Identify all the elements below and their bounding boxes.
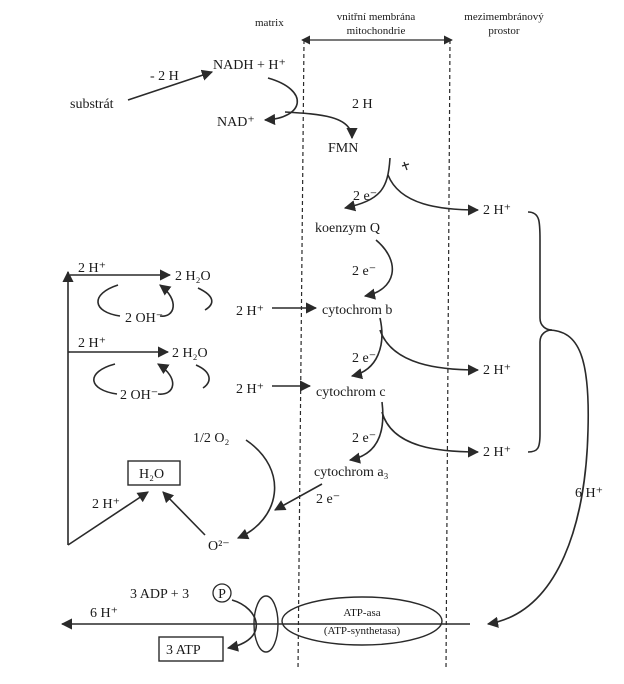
arrow-cytb-to-h2 bbox=[379, 329, 480, 376]
label-hplus-3: 2 H⁺ bbox=[483, 445, 511, 460]
arrow-nadh-to-nad bbox=[263, 77, 299, 126]
atp-synthase-ellipse bbox=[281, 596, 443, 646]
proton-group-brace bbox=[527, 211, 553, 453]
label-h2o: H₂O bbox=[139, 467, 164, 482]
header-membrane-line1: vnitřní membrána bbox=[337, 11, 416, 23]
arrow-cytb-to-cytc bbox=[350, 317, 383, 380]
label-6h: 6 H⁺ bbox=[575, 486, 603, 501]
label-e3: 2 e⁻ bbox=[352, 351, 376, 366]
phosphate-circle bbox=[212, 583, 232, 603]
label-left-h-1: 2 H⁺ bbox=[78, 261, 106, 276]
label-nad: NAD⁺ bbox=[217, 115, 255, 130]
label-2h: 2 H bbox=[352, 97, 373, 112]
arrow-protons-to-h2o bbox=[67, 491, 149, 546]
label-hplus-1: 2 H⁺ bbox=[483, 203, 511, 218]
arc-water1-split bbox=[197, 287, 213, 311]
header-membrane-line2: mitochondrie bbox=[347, 25, 406, 37]
label-nadh: NADH + H⁺ bbox=[213, 58, 286, 73]
header-matrix: matrix bbox=[255, 17, 284, 29]
label-cytochrom-b: cytochrom b bbox=[322, 303, 392, 318]
arc-oh2-return bbox=[157, 363, 174, 395]
arrow-o2-to-o2minus bbox=[236, 439, 276, 540]
arrow-koenzym-to-cytb bbox=[363, 239, 394, 300]
label-e2: 2 e⁻ bbox=[352, 264, 376, 279]
label-atp: 3 ATP bbox=[166, 643, 201, 658]
arrow-fmn-to-h1 bbox=[387, 174, 480, 216]
label-6h-bottom: 6 H⁺ bbox=[90, 606, 118, 621]
label-fmn: FMN bbox=[328, 141, 358, 156]
header-space-line1: mezimembránový bbox=[464, 11, 544, 23]
label-water-2: 2 H₂O bbox=[172, 346, 208, 361]
label-half-o2: 1/2 O₂ bbox=[193, 431, 230, 446]
label-cytochrom-a3: cytochrom a₃ bbox=[314, 465, 389, 480]
small-mark bbox=[401, 161, 410, 171]
arc-water1-to-oh1 bbox=[97, 284, 121, 317]
label-h2o-protons: 2 H⁺ bbox=[92, 497, 120, 512]
label-water-1: 2 H₂O bbox=[175, 269, 211, 284]
label-oh-2: 2 OH⁻ bbox=[120, 388, 158, 403]
label-minus-2h: - 2 H bbox=[150, 69, 179, 84]
label-e1: 2 e⁻ bbox=[353, 189, 377, 204]
atp-box bbox=[158, 636, 224, 662]
arrow-cytc-to-cyta3 bbox=[348, 401, 384, 464]
arc-oh1-return bbox=[159, 284, 174, 317]
label-atp-asa: ATP-asa bbox=[343, 607, 380, 619]
label-o2-minus: O²⁻ bbox=[208, 539, 230, 554]
arc-water2-to-oh2 bbox=[93, 363, 118, 395]
label-cytochrom-c: cytochrom c bbox=[316, 385, 386, 400]
label-mid-h-2: 2 H⁺ bbox=[236, 382, 264, 397]
label-adp: 3 ADP + 3 bbox=[130, 587, 189, 602]
h2o-box bbox=[127, 460, 181, 486]
membrane-left-boundary bbox=[297, 39, 305, 671]
arrow-cyta3-to-o bbox=[274, 483, 323, 511]
label-left-h-2: 2 H⁺ bbox=[78, 336, 106, 351]
label-e5: 2 e⁻ bbox=[316, 492, 340, 507]
label-koenzym-q: koenzym Q bbox=[315, 221, 380, 236]
arrow-cytc-to-h3 bbox=[381, 411, 480, 458]
arc-water2-split bbox=[195, 364, 210, 389]
label-atp-synthetasa: (ATP-synthetasa) bbox=[324, 625, 401, 637]
arrow-o2minus-to-h2o bbox=[162, 491, 206, 536]
membrane-right-boundary bbox=[445, 39, 451, 671]
arrow-fmn-to-koenzym bbox=[343, 157, 391, 212]
label-substrat: substrát bbox=[70, 97, 114, 112]
label-mid-h-1: 2 H⁺ bbox=[236, 304, 264, 319]
header-space-line2: prostor bbox=[488, 25, 520, 37]
label-phosphate: P bbox=[218, 587, 226, 602]
arrow-substrat-to-nadh bbox=[127, 69, 214, 101]
arrow-2h-to-fmn bbox=[284, 111, 358, 140]
label-e4: 2 e⁻ bbox=[352, 431, 376, 446]
label-oh-1: 2 OH⁻ bbox=[125, 311, 163, 326]
arrow-6h-return bbox=[486, 329, 590, 628]
label-hplus-2: 2 H⁺ bbox=[483, 363, 511, 378]
